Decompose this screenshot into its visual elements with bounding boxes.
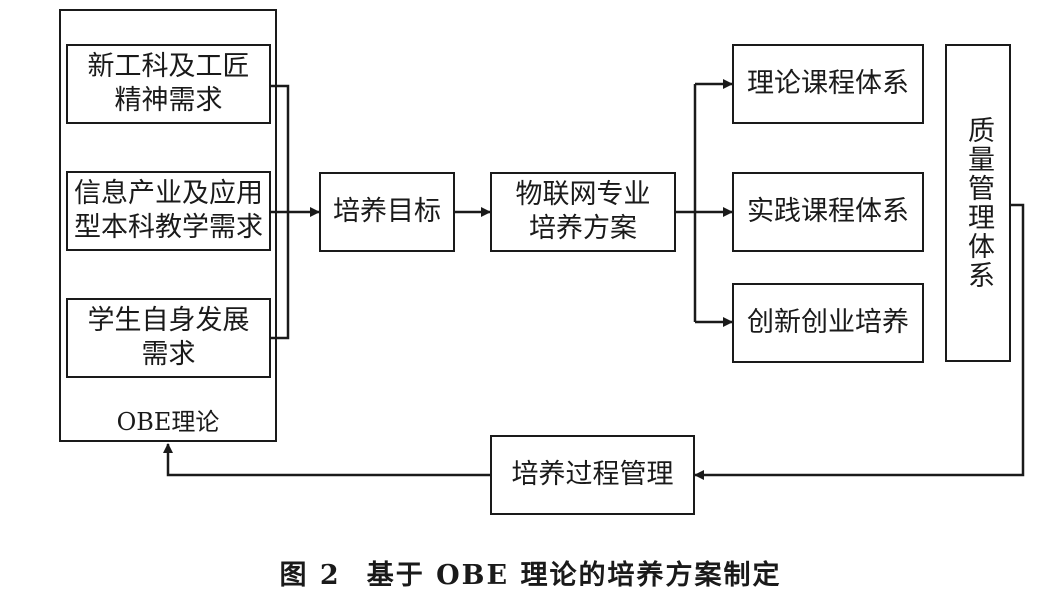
arrow-quality-to-process xyxy=(694,203,1025,480)
process-management-box: 培养过程管理 xyxy=(490,435,695,515)
figure-caption: 图 2 基于 OBE 理论的培养方案制定 xyxy=(0,553,1061,592)
innovation-training-box: 创新创业培养 xyxy=(732,283,924,363)
need-box-new-engineering: 新工科及工匠 精神需求 xyxy=(66,44,271,124)
training-plan-box: 物联网专业 培养方案 xyxy=(490,172,676,252)
figure-title: 基于 OBE 理论的培养方案制定 xyxy=(366,560,782,591)
figure-number: 图 2 xyxy=(279,560,341,591)
obe-theory-label: OBE理论 xyxy=(116,408,220,436)
training-goal-box: 培养目标 xyxy=(319,172,455,252)
need-box-student-development: 学生自身发展 需求 xyxy=(66,298,271,378)
quality-management-label: 质量管理体系 xyxy=(963,116,994,290)
practice-course-system-box: 实践课程体系 xyxy=(732,172,924,252)
arrow-process-to-obe xyxy=(163,443,490,477)
obe-theory-panel xyxy=(59,9,277,442)
quality-management-box: 质量管理体系 xyxy=(945,44,1011,362)
theory-course-system-box: 理论课程体系 xyxy=(732,44,924,124)
need-box-industry-teaching: 信息产业及应用 型本科教学需求 xyxy=(66,171,271,251)
